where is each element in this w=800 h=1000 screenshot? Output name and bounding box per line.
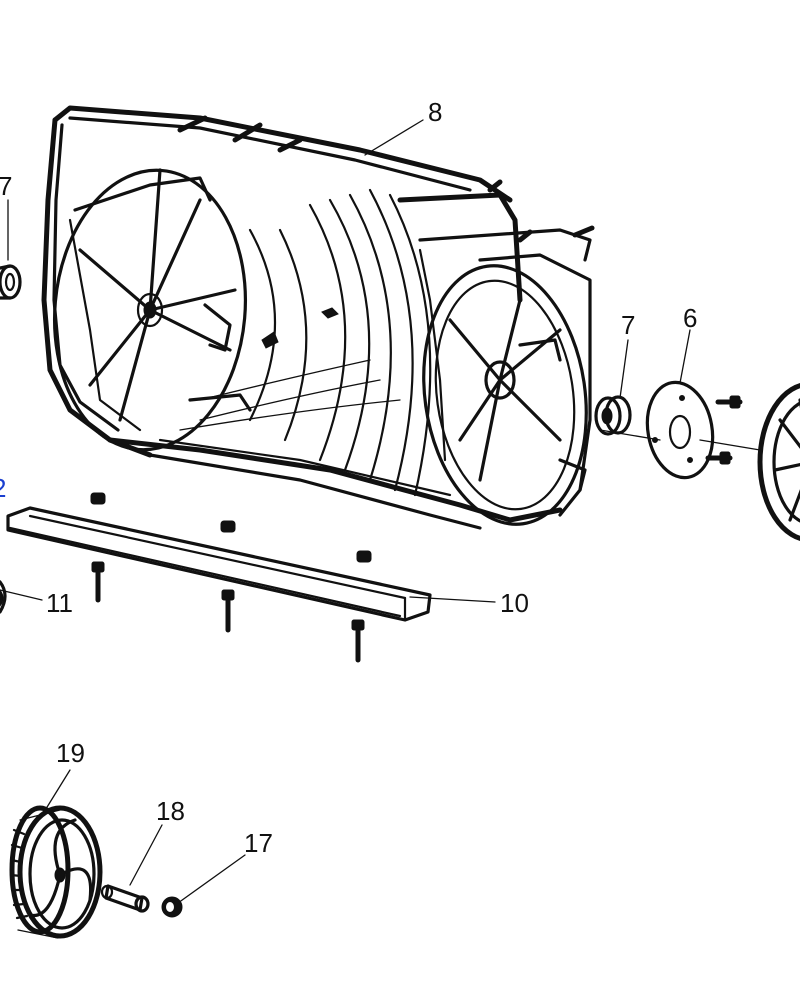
bushing-right <box>594 395 632 436</box>
callout-7-left: 7 <box>0 171 12 201</box>
callout-labels: 8 7 7 6 2 11 10 19 18 17 <box>0 97 697 858</box>
nut-17 <box>161 896 183 918</box>
wheel-19 <box>9 805 103 939</box>
housing-drum <box>41 105 595 530</box>
plate-nuts <box>90 492 372 563</box>
callout-8: 8 <box>428 97 442 127</box>
axle-pin-18 <box>100 884 150 913</box>
callout-17: 17 <box>244 828 273 858</box>
callout-6: 6 <box>683 303 697 333</box>
callout-2: 2 <box>0 473 6 503</box>
callout-7-right: 7 <box>621 310 635 340</box>
flange-plate <box>645 380 743 480</box>
base-plate <box>6 506 432 622</box>
part-11-spacer <box>0 580 7 614</box>
bushing-left <box>0 264 22 300</box>
leader-lines <box>0 119 691 904</box>
callout-10: 10 <box>500 588 529 618</box>
callout-18: 18 <box>156 796 185 826</box>
plate-screws <box>91 561 365 663</box>
callout-19: 19 <box>56 738 85 768</box>
right-wheel <box>599 382 800 542</box>
callout-11: 11 <box>46 588 73 618</box>
